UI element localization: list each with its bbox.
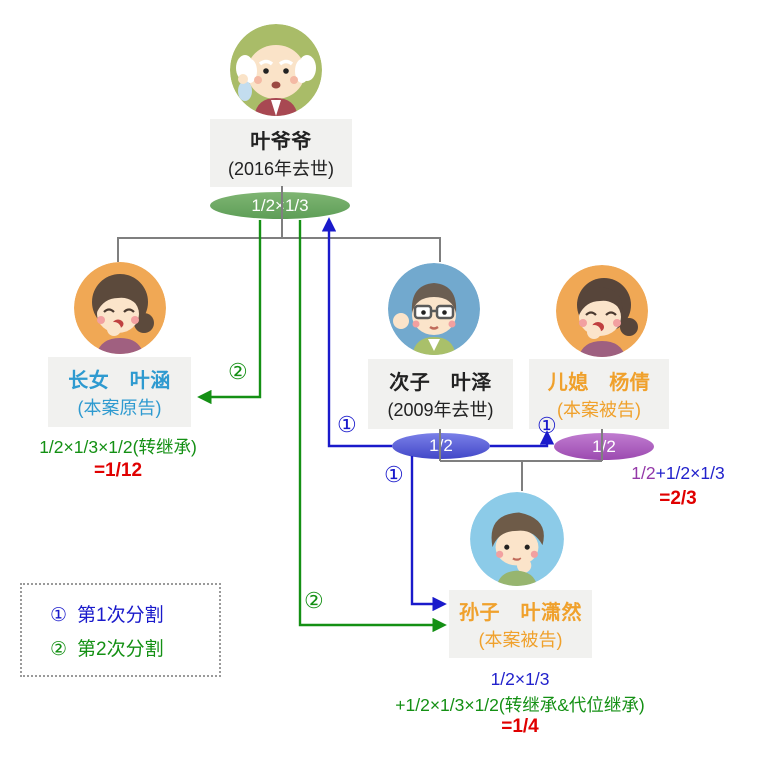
legend-first-division-label: 第1次分割 bbox=[77, 604, 164, 626]
grandson-label: 孙子 叶潇然 (本案被告) bbox=[449, 590, 592, 658]
gray-line-children-bar bbox=[117, 237, 441, 262]
legend-second-division-number: ② bbox=[50, 638, 68, 660]
second-division-marker-grandson: ② bbox=[304, 588, 324, 613]
daughter-in-law-formula-spouse-part: 1/2 bbox=[631, 463, 656, 483]
legend-box: ① 第1次分割 ② 第2次分割 bbox=[20, 583, 221, 677]
second-son-avatar bbox=[386, 261, 482, 357]
second-division-marker-daughter: ② bbox=[228, 359, 248, 384]
legend-item-second-division: ② 第2次分割 bbox=[50, 634, 219, 661]
eldest-daughter-formula: 1/2×1/3×1/2(转继承) bbox=[39, 437, 197, 457]
grandfather-share-ellipse: 1/2×1/3 bbox=[210, 192, 350, 219]
grandson-formula-line1: 1/2×1/3 bbox=[490, 669, 550, 689]
first-division-marker-daughter-in-law: ① bbox=[537, 413, 557, 438]
blue-arrow-to-grandson bbox=[410, 456, 447, 612]
daughter-in-law-note: (本案被告) bbox=[557, 400, 641, 420]
grandfather-avatar bbox=[228, 22, 324, 118]
grandson-avatar bbox=[468, 490, 566, 588]
first-division-marker-estate: ① bbox=[337, 412, 357, 437]
second-son-share-ellipse: 1/2 bbox=[392, 433, 490, 459]
eldest-daughter-label: 长女 叶涵 (本案原告) bbox=[48, 357, 191, 427]
daughter-in-law-label: 儿媳 杨倩 (本案被告) bbox=[529, 359, 669, 429]
grandson-formula-line2: +1/2×1/3×1/2(转继承&代位继承) bbox=[395, 695, 645, 715]
daughter-in-law-result: =2/3 bbox=[659, 488, 697, 509]
eldest-daughter-name: 长女 叶涵 bbox=[68, 370, 171, 392]
eldest-daughter-result: =1/12 bbox=[93, 460, 143, 481]
eldest-daughter-note: (本案原告) bbox=[77, 398, 162, 418]
legend-item-first-division: ① 第1次分割 bbox=[50, 600, 219, 627]
daughter-in-law-name: 儿媳 杨倩 bbox=[547, 372, 651, 394]
second-son-name: 次子 叶泽 bbox=[389, 372, 492, 394]
grandson-result: =1/4 bbox=[501, 716, 539, 737]
second-son-label: 次子 叶泽 (2009年去世) bbox=[368, 359, 513, 429]
daughter-in-law-share-ellipse: 1/2 bbox=[554, 433, 654, 460]
grandfather-name: 叶爷爷 bbox=[250, 131, 312, 153]
legend-first-division-number: ① bbox=[50, 604, 68, 626]
first-division-marker-grandson: ① bbox=[384, 462, 404, 487]
daughter-in-law-avatar bbox=[554, 263, 650, 359]
grandson-note: (本案被告) bbox=[478, 630, 563, 650]
legend-second-division-label: 第2次分割 bbox=[77, 638, 164, 660]
grandfather-label: 叶爷爷 (2016年去世) bbox=[210, 119, 352, 187]
eldest-daughter-avatar bbox=[72, 260, 168, 356]
daughter-in-law-formula: 1/2+1/2×1/3 bbox=[596, 463, 760, 484]
grandfather-note: (2016年去世) bbox=[227, 159, 335, 179]
daughter-in-law-formula-inherit-part: +1/2×1/3 bbox=[655, 463, 725, 483]
grandson-name: 孙子 叶潇然 bbox=[459, 602, 582, 624]
second-son-note: (2009年去世) bbox=[387, 400, 494, 420]
